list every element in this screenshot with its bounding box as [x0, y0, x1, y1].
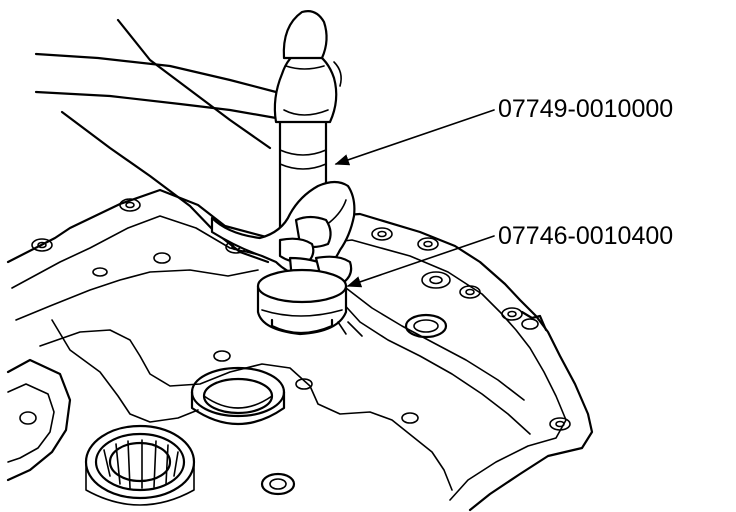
driver-attachment [256, 268, 348, 336]
leader-line-handle [334, 109, 495, 166]
case-left-wall [6, 358, 72, 482]
callout-label-driver-handle: 07749-0010000 [498, 95, 673, 123]
callout-leaders [334, 109, 495, 288]
transmission-housing [6, 188, 594, 512]
bearing-bore [190, 366, 286, 425]
roller-bearing [84, 424, 196, 506]
seal-ring [404, 313, 448, 339]
technician-arm [34, 18, 278, 264]
leader-line-attachment [346, 235, 495, 288]
small-seal [260, 472, 296, 496]
callout-label-driver-attachment: 07746-0010400 [498, 222, 673, 250]
